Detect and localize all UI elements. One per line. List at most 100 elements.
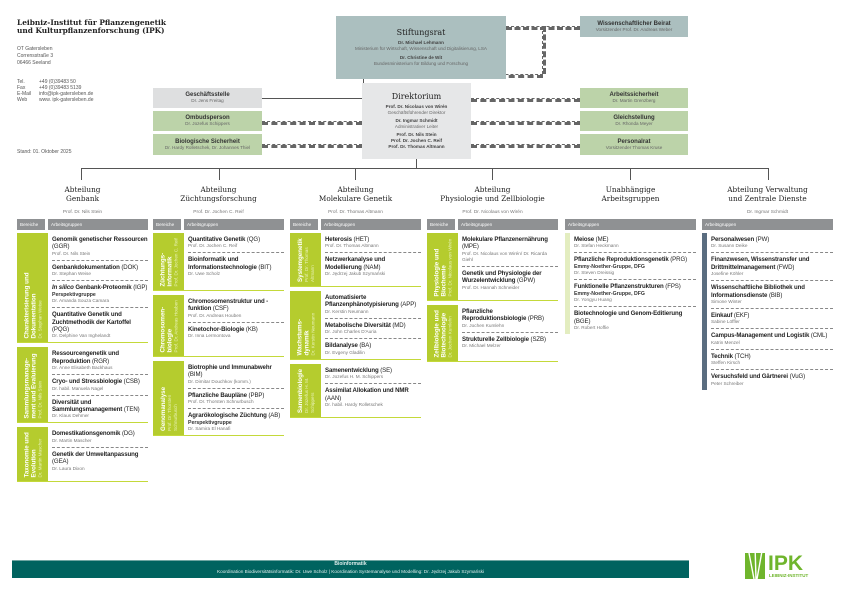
group-list: Quantitative Genetik (QG)Prof. Dr. Joche… <box>184 233 284 290</box>
group-type: Emmy-Noether-Gruppe, DFG <box>574 263 645 270</box>
group-code: (APP) <box>400 301 417 309</box>
group-name: Campus-Management und Logistik (CML) <box>711 332 828 340</box>
group-type: Emmy-Noether-Gruppe, DFG <box>574 290 645 297</box>
work-group[interactable]: Funktionelle Pflanzenstrukturen (FPS)Emm… <box>574 280 696 308</box>
work-group[interactable]: Diversität und Sammlungsmanagement (TEN)… <box>52 396 148 423</box>
group-name: Genetik und Physiologie der Wurzelentwic… <box>462 269 542 285</box>
group-name: Agrarökologische Züchtung (AB) <box>188 412 281 420</box>
group-name: Funktionelle Pflanzenstrukturen (FPS) <box>574 283 681 291</box>
work-group[interactable]: Versuchsfeld und Gärtnerei (VuG)Peter Sc… <box>711 370 833 389</box>
address-line: Corrensstraße 3 <box>17 53 54 59</box>
work-group[interactable]: Biotrophie und Immunabwehr (BIM)Dr. Dimi… <box>188 361 284 389</box>
work-group[interactable]: Pflanzliche Baupläne (PBP)Prof. Dr. Thor… <box>188 389 284 410</box>
work-group[interactable]: Netzwerkanalyse und Modellierung (NAM)Dr… <box>325 253 421 280</box>
group-name: In silico Genbank-Proteomik (IGP) <box>52 284 148 292</box>
work-group[interactable]: Bildanalyse (BA)Dr. Evgeny Gladilin <box>325 339 421 358</box>
bereich-name: Charakterisierung und Dokumentation <box>22 272 37 339</box>
work-group[interactable]: Wissenschaftliche Bibliothek und Informa… <box>711 281 833 310</box>
work-group[interactable]: Genomik genetischer Ressourcen (GGR)Prof… <box>52 233 148 261</box>
department-head: Prof. Dr. Thomas Altmann <box>328 210 383 215</box>
work-group[interactable]: Genetik und Physiologie der Wurzelentwic… <box>462 267 558 294</box>
work-group[interactable]: Ressourcengenetik und Reproduktion (RGR)… <box>52 347 148 376</box>
work-group[interactable]: Agrarökologische Züchtung (AB)Perspektiv… <box>188 409 284 435</box>
work-group[interactable]: Strukturelle Zellbiologie (SZB)Dr. Micha… <box>462 333 558 352</box>
work-group[interactable]: Quantitative Genetik (QG)Prof. Dr. Joche… <box>188 233 284 254</box>
group-name: Meiose (ME) <box>574 236 609 243</box>
work-group[interactable]: Assimilat Allokation und NMR (AAN)Dr. ha… <box>325 384 421 411</box>
box-title: Personalrat <box>617 138 651 145</box>
arbeitsgruppen-header: Arbeitsgruppen <box>184 219 284 230</box>
box-sub: Vorsitzender Thomas Kruse <box>605 144 663 150</box>
group-code: (MPE) <box>462 243 479 251</box>
bereich-lead: Dr. Jozefus H. M. Schippers <box>303 377 315 413</box>
work-group[interactable]: Cryo- und Stressbiologie (CSB)Dr. habil.… <box>52 375 148 396</box>
work-group[interactable]: Heterosis (HET)Prof. Dr. Thomas Altmann <box>325 233 421 254</box>
connector <box>355 168 356 180</box>
group-name: Biotechnologie und Genom-Editierung (BGE… <box>574 310 683 325</box>
web-link[interactable]: www. ipk-gatersleben.de <box>39 97 94 103</box>
group-lead: Dr. Samira El Hanafi <box>188 426 231 432</box>
work-group[interactable]: Molekulare Pflanzenernährung (MPE)Prof. … <box>462 233 558 267</box>
connector <box>219 168 220 180</box>
color-strip <box>702 233 707 390</box>
group-type: Perspektivgruppe <box>52 291 96 298</box>
bereich-name: Züchtungs- informatik <box>158 252 173 286</box>
department-title: Unabhängige Arbeitsgruppen <box>601 185 660 203</box>
work-group[interactable]: Automatisierte Pflanzenphänotypisierung … <box>325 291 421 319</box>
connector <box>262 144 362 148</box>
work-group[interactable]: Quantitative Genetik und Zuchtmethodik d… <box>52 308 148 342</box>
group-code: (CSB) <box>123 378 140 386</box>
work-group[interactable]: Genbankdokumentation (DOK)Dr. Stephan We… <box>52 261 148 282</box>
group-code: (TEN) <box>123 405 140 413</box>
connector <box>81 168 769 169</box>
work-group[interactable]: Personalwesen (PW)Dr. Susann Deike <box>711 233 833 254</box>
work-group[interactable]: Domestikationsgenomik (DG)Dr. Martin Mas… <box>52 427 148 448</box>
email-link[interactable]: info@ipk-gatersleben.de <box>39 91 94 97</box>
member-name: Dr. Michael Lehmann <box>398 40 444 45</box>
bereich-name: Physiologie und Biochemie <box>432 248 447 296</box>
work-group[interactable]: Finanzwesen, Wissenstransfer und Drittmi… <box>711 253 833 282</box>
work-group[interactable]: Samenentwicklung (SE)Dr. Jozefus H. M. S… <box>325 364 421 385</box>
group-name: Strukturelle Zellbiologie (SZB) <box>462 335 546 343</box>
group-name: Personalwesen (PW) <box>711 236 770 243</box>
work-group[interactable]: Einkauf (EKF)Sabine Löffler <box>711 309 833 330</box>
work-group[interactable]: Bioinformatik und Informationstechnologi… <box>188 253 284 280</box>
group-list: Ressourcengenetik und Reproduktion (RGR)… <box>48 347 148 422</box>
group-lead: Dr. habil. Manuela Nagel <box>52 385 104 391</box>
group-lead: Dr. Delphine Van Inghelandt <box>52 333 111 339</box>
group-code: (PBP) <box>248 391 265 399</box>
group-name: Assimilat Allokation und NMR (AAN) <box>325 387 409 402</box>
work-group[interactable]: Campus-Management und Logistik (CML)Katr… <box>711 329 833 350</box>
bereich-name: Wachstums- dynamik <box>295 318 310 355</box>
work-group[interactable]: Chromosomenstruktur und -funktion (CSF)P… <box>188 295 284 323</box>
work-group[interactable]: Kinetochor-Biologie (KB)Dr. Inna Lermont… <box>188 323 284 342</box>
group-lead: Dr. Inna Lermontova <box>188 333 231 339</box>
box-title: Ombudsperson <box>185 115 230 121</box>
work-group[interactable]: Metabolische Diversität (MD)Dr. John Cha… <box>325 319 421 340</box>
work-group[interactable]: Meiose (ME)Dr. Stefan Heckmann <box>574 233 696 254</box>
department-head <box>565 210 696 215</box>
department-head: Prof. Dr. Nils Stein <box>62 210 103 215</box>
work-group[interactable]: Technik (TCH)Steffen Kirsch <box>711 350 833 371</box>
box-sub: Dr. Hardy Rolletschek, Dr. Johannes Thie… <box>164 144 251 150</box>
group-code: (CSF) <box>212 305 229 313</box>
group-list: Chromosomenstruktur und -funktion (CSF)P… <box>184 295 284 356</box>
work-group[interactable]: Pflanzliche Reproduktionsgenetik (PRG)Em… <box>574 253 696 281</box>
work-group[interactable]: Pflanzliche Reproduktionsbiologie (PRB)D… <box>462 305 558 333</box>
arbeitsgruppen-header: Arbeitsgruppen <box>702 219 833 230</box>
work-group[interactable]: In silico Genbank-Proteomik (IGP)Perspek… <box>52 281 148 309</box>
work-group[interactable]: Biotechnologie und Genom-Editierung (BGE… <box>574 307 696 334</box>
work-group[interactable]: Genetik der Umweltanpassung (GEA)Dr. Lau… <box>52 448 148 475</box>
